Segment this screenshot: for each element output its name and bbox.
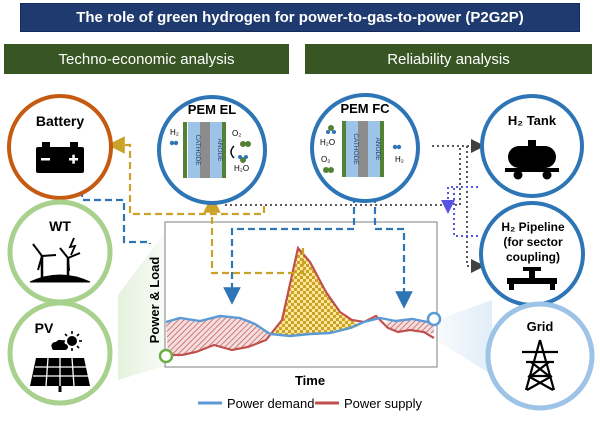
solar-panel-icon <box>30 357 90 392</box>
fc-o2-label: O₂ <box>321 155 330 164</box>
surplus-area <box>270 248 360 336</box>
grid-ring <box>485 301 595 411</box>
y-axis-label: Power & Load <box>147 257 162 344</box>
electrolyzer-cell-icon: CATHODE ANODE <box>183 122 226 178</box>
el-h2o-label: H₂O <box>234 164 249 173</box>
fuelcell-cell-icon: CATHODE ANODE <box>342 121 384 177</box>
wt-label: WT <box>49 218 71 234</box>
h2-tank-label: H₂ Tank <box>508 113 557 128</box>
grid-spotlight-wedge <box>436 300 492 375</box>
battery-node[interactable]: Battery <box>7 94 113 200</box>
el-cathode-label: CATHODE <box>194 134 201 166</box>
pv-label: PV <box>35 320 54 336</box>
pv-node[interactable]: PV <box>7 300 113 406</box>
pem-el-label: PEM EL <box>188 102 236 117</box>
pipeline-return-flow <box>453 187 478 237</box>
fuelcell-to-deficit-left-flow <box>223 196 356 305</box>
el-anode-label: ANODE <box>216 138 223 162</box>
surplus-to-battery-flow <box>107 136 266 216</box>
h2-pipeline-sublabel-2: coupling) <box>506 250 560 264</box>
tank-truck-icon <box>505 140 559 180</box>
techno-economic-section-header: Techno-economic analysis <box>4 44 289 74</box>
pem-fuelcell-node[interactable]: PEM FC CATHODE ANODE H₂O O₂ H₂ <box>310 93 420 203</box>
battery-discharge-flow <box>80 190 152 244</box>
el-h2-label: H₂ <box>170 128 179 137</box>
x-axis-label: Time <box>295 373 325 388</box>
electrolyzer-hydrogen-line <box>225 146 461 206</box>
grid-label: Grid <box>527 319 554 334</box>
tank-return-flow <box>441 186 478 214</box>
fc-cathode-label: CATHODE <box>352 133 359 165</box>
deficit-area-right <box>386 320 434 334</box>
transmission-tower-icon <box>522 339 558 391</box>
grid-connection-node <box>426 311 442 327</box>
h2-tank-node[interactable]: H₂ Tank <box>480 94 584 198</box>
fuelcell-to-deficit-right-flow <box>373 196 413 309</box>
battery-icon <box>36 142 84 173</box>
pv-spotlight-wedge <box>118 228 168 380</box>
battery-label: Battery <box>36 113 84 129</box>
h2-pipeline-label: H₂ Pipeline <box>501 220 565 234</box>
wind-turbine-node[interactable]: WT <box>7 199 113 305</box>
el-o2-label: O₂ <box>232 129 241 138</box>
fc-h2o-label: H₂O <box>320 138 335 147</box>
surplus-to-electrolyzer-flow <box>203 195 305 275</box>
power-demand-line <box>165 314 434 338</box>
h2-pipeline-node[interactable]: H₂ Pipeline (for sector coupling) <box>479 201 585 307</box>
h2-pipeline-sublabel-1: (for sector <box>503 235 563 249</box>
fuelcell-pipeline-link <box>432 145 485 273</box>
fc-anode-label: ANODE <box>374 137 381 161</box>
fc-h2-label: H₂ <box>395 155 404 164</box>
reliability-section-header: Reliability analysis <box>305 44 592 74</box>
pv-connection-node <box>158 348 174 364</box>
sun-cloud-icon <box>51 331 82 351</box>
power-supply-line <box>166 245 435 357</box>
wind-turbine-icon <box>29 237 91 283</box>
pipeline-valve-icon <box>507 267 557 290</box>
diagram-title: The role of green hydrogen for power-to-… <box>20 3 580 32</box>
legend-demand-label: Power demand <box>227 396 314 411</box>
pem-electrolyzer-node[interactable]: PEM EL CATHODE ANODE H₂ O₂ H₂O <box>157 95 267 205</box>
grid-node[interactable]: Grid <box>485 301 595 411</box>
legend-supply-label: Power supply <box>344 396 423 411</box>
wt-ring <box>7 199 113 305</box>
pem-fc-label: PEM FC <box>340 101 390 116</box>
deficit-area-left <box>166 316 270 355</box>
